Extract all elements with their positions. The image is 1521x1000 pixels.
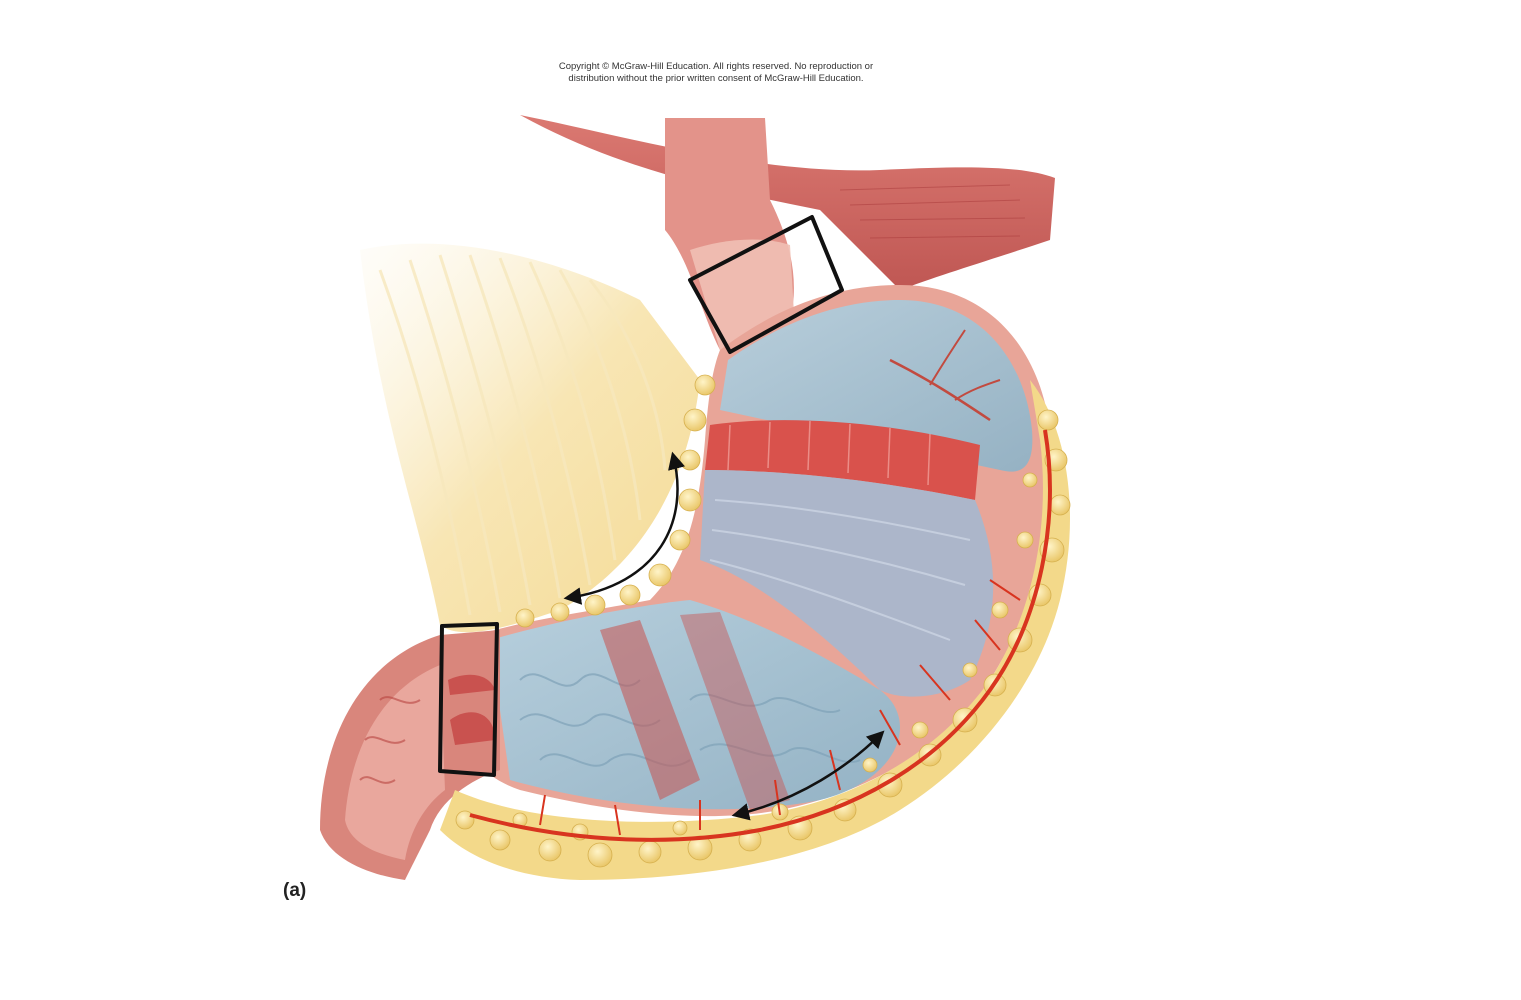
diaphragm bbox=[520, 115, 1055, 290]
duodenum bbox=[320, 630, 500, 880]
cardiac-region-box bbox=[688, 215, 844, 354]
annotation-marks bbox=[438, 215, 885, 821]
copyright-line-2: distribution without the prior written c… bbox=[568, 73, 864, 84]
lesser-curvature-arrow bbox=[563, 451, 685, 605]
stomach-body bbox=[460, 285, 1053, 817]
copyright-line-1: Copyright © McGraw-Hill Education. All r… bbox=[558, 61, 874, 72]
panel-label: (a) bbox=[283, 880, 307, 901]
pyloric-region-box bbox=[438, 622, 499, 777]
copyright-notice: Copyright © McGraw-Hill Education. All r… bbox=[466, 61, 966, 85]
greater-curvature-arrow bbox=[731, 730, 885, 821]
